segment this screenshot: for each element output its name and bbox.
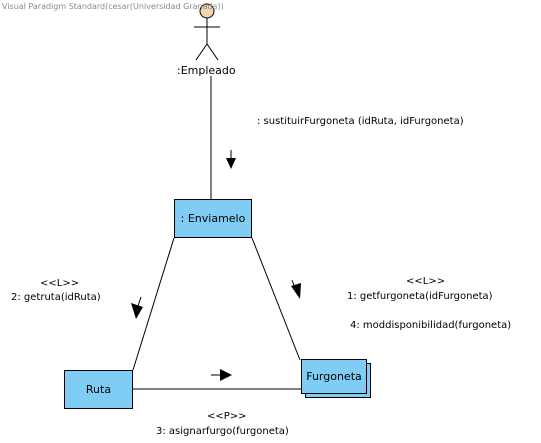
actor-label: :Empleado xyxy=(177,64,236,77)
arrow-getruta xyxy=(131,296,143,319)
actor-right-leg xyxy=(206,43,219,61)
message-getfurgoneta: 1: getfurgoneta(idFurgoneta) xyxy=(347,291,493,302)
watermark: Visual Paradigm Standard(cesar(Universid… xyxy=(2,2,224,11)
arrow-getfurgoneta xyxy=(291,279,301,299)
message-sustituir-furgoneta: : sustituirFurgoneta (idRuta, idFurgonet… xyxy=(257,116,464,127)
object-furgoneta[interactable]: Furgoneta xyxy=(301,359,367,394)
link-enviamelo-furgoneta xyxy=(251,237,301,361)
message-getruta: 2: getruta(idRuta) xyxy=(11,292,101,303)
arrow-asignarfurgo xyxy=(211,369,232,381)
message-asignarfurgo: 3: asignarfurgo(furgoneta) xyxy=(156,426,289,437)
message-getruta-stereotype: <<L>> xyxy=(40,278,80,289)
object-enviamelo[interactable]: : Enviamelo xyxy=(174,199,252,238)
actor-figure[interactable] xyxy=(194,3,220,61)
message-moddisponibilidad: 4: moddisponibilidad(furgoneta) xyxy=(350,320,512,331)
actor-left-leg xyxy=(195,43,208,61)
link-enviamelo-ruta xyxy=(132,237,175,371)
arrow-sustituir xyxy=(226,150,236,169)
message-asignarfurgo-stereotype: <<P>> xyxy=(207,411,247,422)
object-ruta[interactable]: Ruta xyxy=(64,370,133,409)
message-getfurgoneta-stereotype: <<L>> xyxy=(406,276,446,287)
